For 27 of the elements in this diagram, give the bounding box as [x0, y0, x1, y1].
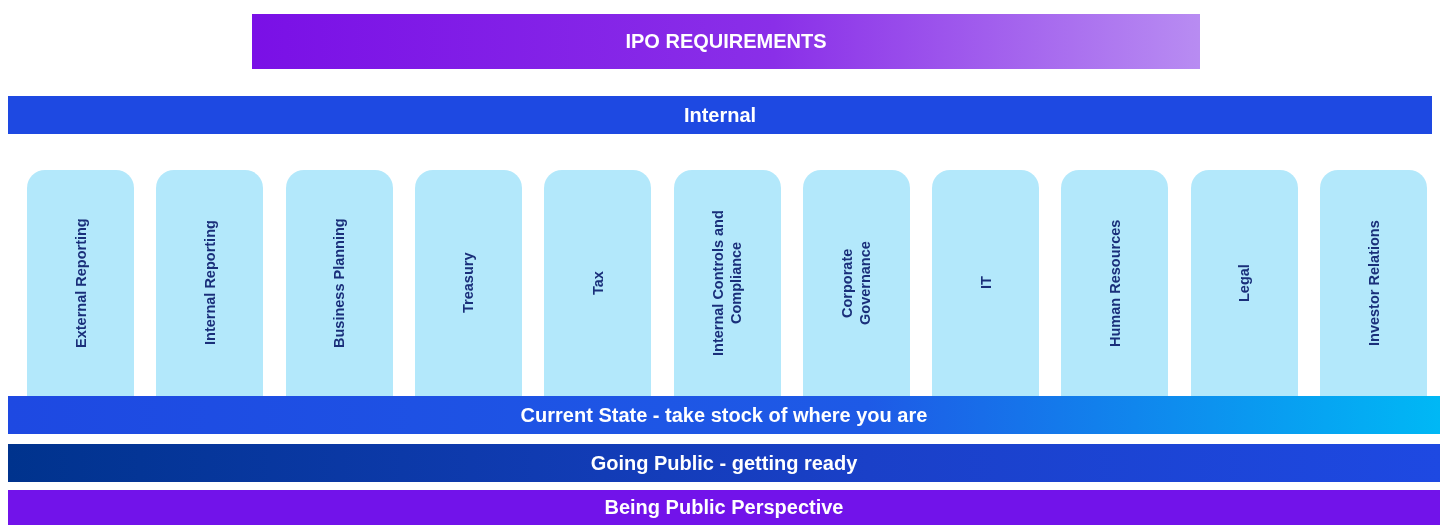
header-bar: Internal: [8, 96, 1432, 134]
column-label: Internal Controls and Compliance: [709, 209, 745, 357]
column-box: [414, 170, 522, 396]
column-box: [932, 170, 1040, 396]
title-banner: IPO REQUIREMENTS: [252, 14, 1200, 69]
column-label: IT: [976, 275, 995, 292]
column-label: Treasury: [459, 251, 478, 316]
column-label: Investor Relations: [1364, 219, 1383, 348]
stage-bar: Current State - take stock of where you are: [8, 396, 1440, 434]
column-label: External Reporting: [71, 217, 90, 350]
column-box: [1320, 170, 1427, 396]
column-label: Tax: [588, 270, 607, 297]
column-box: [156, 170, 264, 396]
column-label: Business Planning: [330, 217, 349, 350]
column-label: Legal: [1235, 263, 1254, 304]
column-box: [673, 170, 781, 396]
stage-bar: Going Public - getting ready: [8, 444, 1440, 482]
column-box: [544, 170, 652, 396]
column-box: [802, 170, 910, 396]
column-box: [1190, 170, 1298, 396]
column-box: [285, 170, 393, 396]
stage-bar: Being Public Perspective: [8, 490, 1440, 525]
column-label: Internal Reporting: [200, 219, 219, 348]
column-box: [27, 170, 134, 396]
column-label: Corporate Governance: [838, 240, 875, 327]
column-box: [1061, 170, 1169, 396]
column-label: Human Resources: [1105, 218, 1124, 349]
